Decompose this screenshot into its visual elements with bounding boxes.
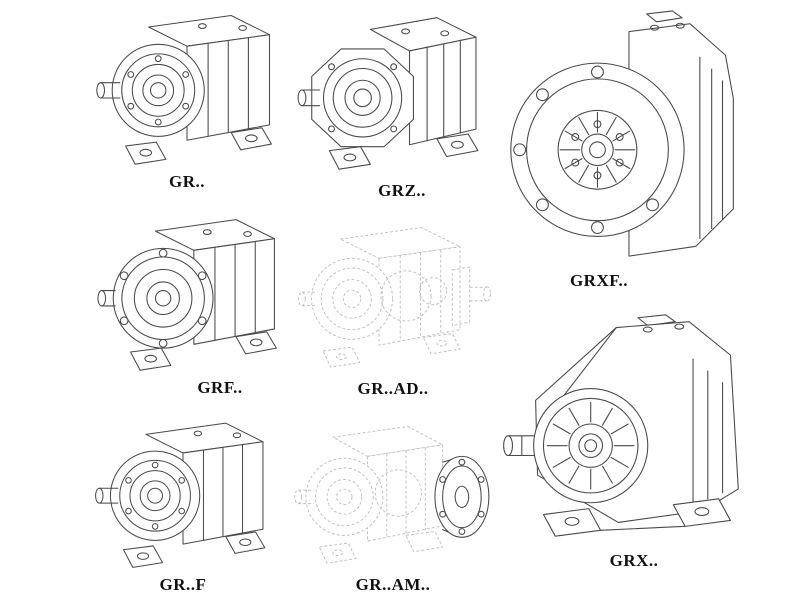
grz-technical-drawing [297, 17, 479, 170]
gear-unit-label-grff: GR..F [159, 575, 207, 594]
gear-unit-label-grxf: GRXF.. [569, 271, 629, 290]
gear-unit-grad: GR..AD.. [288, 214, 498, 399]
gear-unit-label-grf: GRF.. [197, 378, 243, 397]
grff-technical-drawing [95, 422, 266, 568]
gear-unit-gr: GR.. [88, 4, 286, 192]
gr-technical-drawing [96, 14, 272, 165]
gear-unit-grf: GRF.. [90, 210, 290, 398]
gear-unit-grx: GRX.. [498, 302, 770, 571]
gear-unit-label-grad: GR..AD.. [357, 379, 429, 398]
gear-unit-grxf: GRXF.. [498, 4, 756, 291]
grx-technical-drawing [503, 314, 739, 537]
gear-unit-grz: GRZ.. [290, 4, 486, 201]
grxf-technical-drawing [510, 10, 734, 257]
gear-unit-label-grz: GRZ.. [378, 181, 426, 200]
gear-unit-label-gram: GR..AM.. [355, 575, 431, 594]
gear-unit-label-grx: GRX.. [609, 551, 659, 570]
grf-technical-drawing [97, 219, 277, 371]
gear-unit-gram: GR..AM.. [288, 414, 498, 595]
gear-unit-label-gr: GR.. [169, 172, 205, 191]
gear-unit-grff: GR..F [90, 412, 276, 595]
gram-technical-drawing [293, 426, 489, 564]
grad-technical-drawing [297, 227, 491, 368]
